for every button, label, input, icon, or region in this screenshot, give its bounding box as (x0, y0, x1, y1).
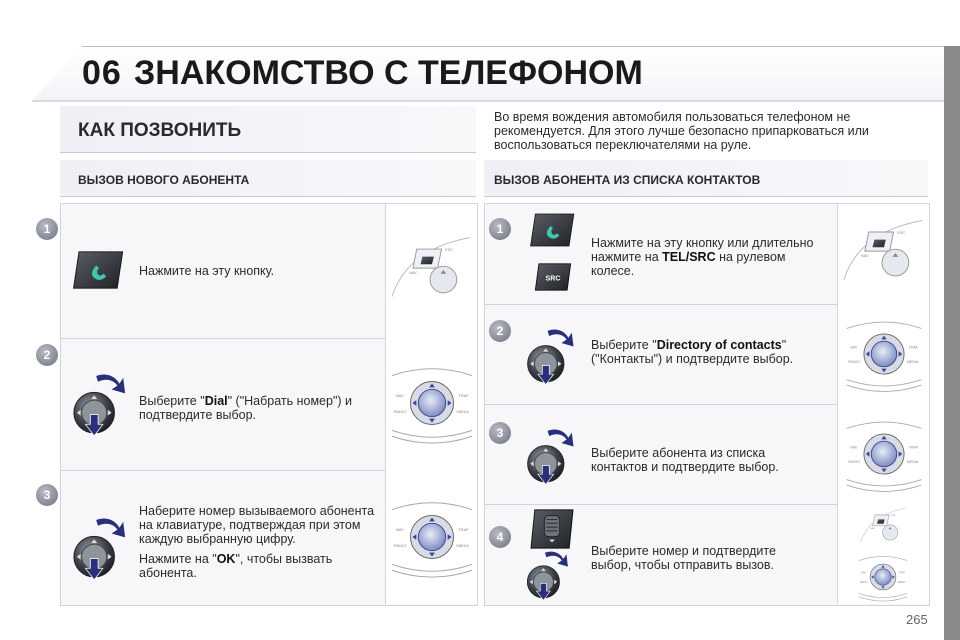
left-step-2: Выберите "Dial" ("Набрать номер") и подт… (61, 338, 477, 471)
device-keypad-icon (388, 358, 476, 448)
thumbwheel-icon (529, 508, 575, 550)
left-steps-panel: Нажмите на эту кнопку. Выберите "Dial" (… (60, 203, 478, 606)
chapter-header-tab (32, 46, 944, 101)
right-step-3-thumbnail (837, 404, 929, 504)
left-subsection-box: ВЫЗОВ НОВОГО АБОНЕНТА (60, 160, 476, 197)
section-main-title: КАК ПОЗВОНИТЬ (78, 120, 242, 141)
header-divider (32, 100, 944, 102)
right-step-4-thumbnail (837, 504, 929, 604)
step-badge: 3 (489, 422, 511, 444)
right-step-1-text-a: Нажмите на эту кнопку или длительно нажм… (591, 236, 814, 264)
right-step-1-text: Нажмите на эту кнопку или длительно нажм… (591, 236, 831, 278)
left-step-3-text-a: Наберите номер вызываемого абонента на к… (139, 504, 375, 546)
phone-button-icon (529, 212, 577, 248)
left-step-2-text-a: Выберите " (139, 394, 205, 408)
step-badge: 1 (36, 218, 58, 240)
left-step-3: Наберите номер вызываемого абонента на к… (61, 470, 477, 604)
page-edge-bar (944, 46, 960, 640)
left-step-1-text: Нажмите на эту кнопку. (139, 264, 275, 278)
left-step-2-text-b: " ("Набрать номер") и подтвердите выбор. (139, 394, 353, 422)
rotary-knob-icon (525, 322, 577, 390)
right-step-1: Нажмите на эту кнопку или длительно нажм… (485, 204, 929, 305)
device-keypad-icon (388, 492, 476, 582)
right-subsection-title: ВЫЗОВ АБОНЕНТА ИЗ СПИСКА КОНТАКТОВ (494, 173, 761, 187)
step-badge: 3 (36, 484, 58, 506)
right-step-1-text-b: на рулевом колесе. (591, 250, 786, 278)
step-badge: 2 (36, 344, 58, 366)
directory-of-contacts-label: Directory of contacts (656, 338, 782, 352)
left-step-1: Нажмите на эту кнопку. (61, 204, 477, 339)
right-step-2-text-b: " ("Контакты") и подтвердите выбор. (591, 338, 794, 366)
left-step-2-thumbnail (385, 338, 477, 470)
right-step-4: Выберите номер и подтвердите выбор, чтоб… (485, 504, 929, 604)
dial-label: Dial (204, 394, 228, 408)
left-step-3-text-b2: ", чтобы вызвать абонента. (139, 552, 333, 580)
left-step-2-text: Выберите "Dial" ("Набрать номер") и подт… (139, 394, 379, 422)
right-step-3-text: Выберите абонента из списка контактов и … (591, 446, 779, 474)
right-step-2-thumbnail (837, 304, 929, 404)
rotary-knob-icon (71, 510, 129, 586)
right-step-3: Выберите абонента из списка контактов и … (485, 404, 929, 505)
tel-src-label: TEL/SRC (662, 250, 716, 264)
src-button-icon (533, 262, 573, 292)
ok-label: OK (216, 552, 236, 566)
step-badge: 4 (489, 526, 511, 548)
device-keypad-icon (842, 412, 926, 496)
left-step-3-text-b1: Нажмите на " (139, 552, 217, 566)
device-keypad-icon (842, 312, 926, 396)
right-subsection-box: ВЫЗОВ АБОНЕНТА ИЗ СПИСКА КОНТАКТОВ (484, 160, 928, 197)
steering-controls-icon (840, 210, 926, 296)
left-subsection-title: ВЫЗОВ НОВОГО АБОНЕНТА (78, 173, 250, 187)
rotary-knob-icon (525, 546, 571, 604)
page-number: 265 (906, 612, 928, 627)
steering-controls-icon (842, 504, 924, 550)
phone-button-icon (71, 250, 127, 290)
left-step-3-text-b: Нажмите на "OK", чтобы вызвать абонента. (139, 552, 379, 580)
chapter-title: ЗНАКОМСТВО С ТЕЛЕФОНОМ (134, 54, 643, 92)
right-step-2-text-a: Выберите " (591, 338, 657, 352)
device-keypad-icon (848, 550, 918, 604)
rotary-knob-icon (525, 422, 577, 490)
right-steps-panel: Нажмите на эту кнопку или длительно нажм… (484, 203, 930, 606)
left-step-3-thumbnail (385, 470, 477, 604)
section-title-box: КАК ПОЗВОНИТЬ (60, 106, 476, 153)
chapter-number: 06 (82, 54, 122, 92)
right-step-4-text: Выберите номер и подтвердите выбор, чтоб… (591, 544, 776, 572)
step-badge: 1 (489, 218, 511, 240)
warning-note: Во время вождения автомобиля пользоватьс… (494, 110, 869, 152)
left-step-3-text: Наберите номер вызываемого абонента на к… (139, 504, 379, 586)
rotary-knob-icon (71, 366, 129, 442)
right-step-2: Выберите "Directory of contacts" ("Конта… (485, 304, 929, 405)
right-step-2-text: Выберите "Directory of contacts" ("Конта… (591, 338, 831, 366)
steering-controls-icon (388, 230, 474, 310)
step-badge: 2 (489, 320, 511, 342)
right-step-1-thumbnail (837, 204, 929, 304)
left-step-1-thumbnail (385, 204, 477, 338)
